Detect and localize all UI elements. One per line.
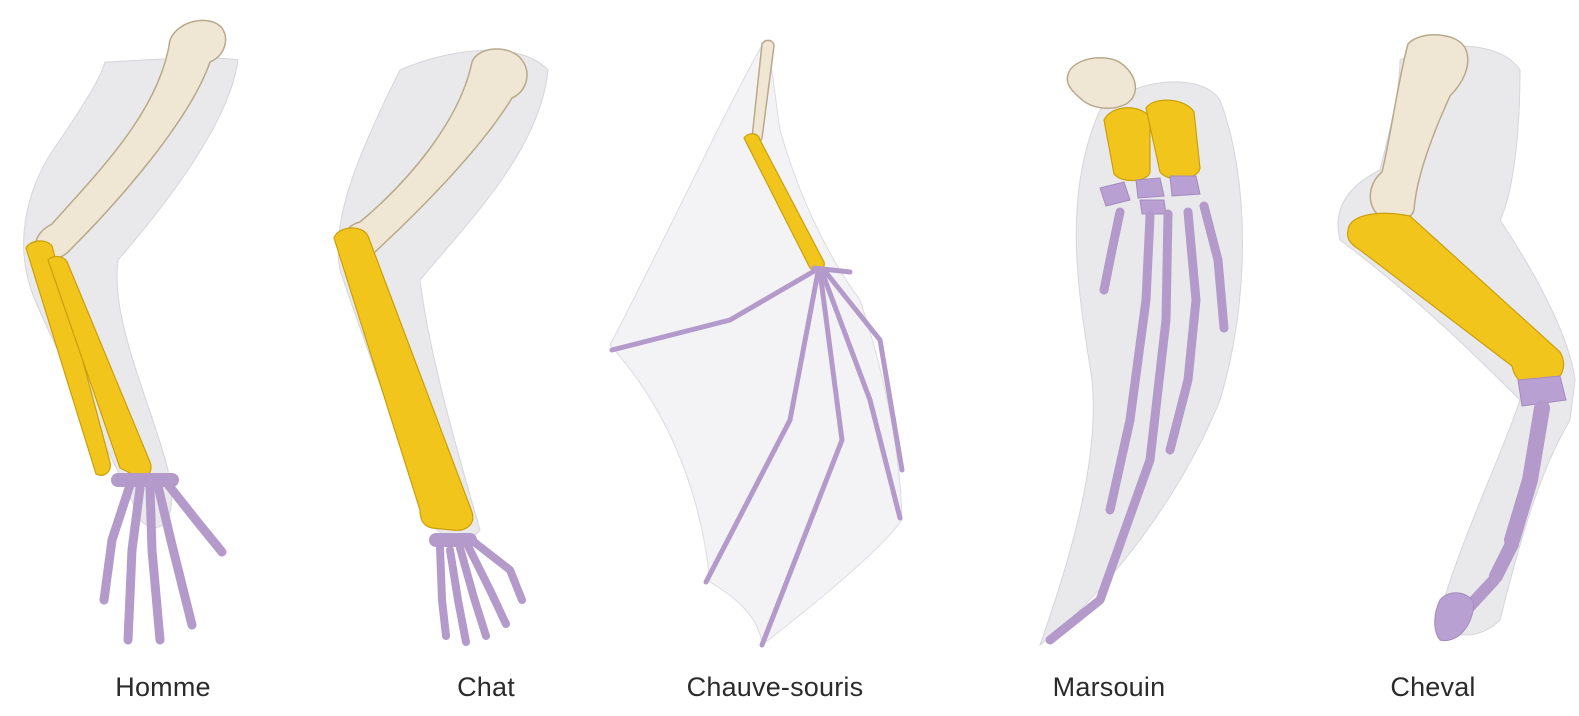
label-chat: Chat [457, 672, 515, 703]
limb-chauve-souris [610, 40, 902, 645]
limb-cheval [1338, 35, 1575, 641]
limb-marsouin [1040, 58, 1243, 645]
limb-homme [24, 20, 238, 640]
label-chauve-souris: Chauve-souris [687, 672, 864, 703]
chat-hand [436, 540, 522, 642]
marsouin-humerus [1067, 58, 1135, 109]
label-cheval: Cheval [1390, 672, 1475, 703]
label-homme: Homme [115, 672, 211, 703]
homme-hand [104, 480, 222, 640]
label-marsouin: Marsouin [1053, 672, 1166, 703]
limb-chat [334, 49, 548, 642]
